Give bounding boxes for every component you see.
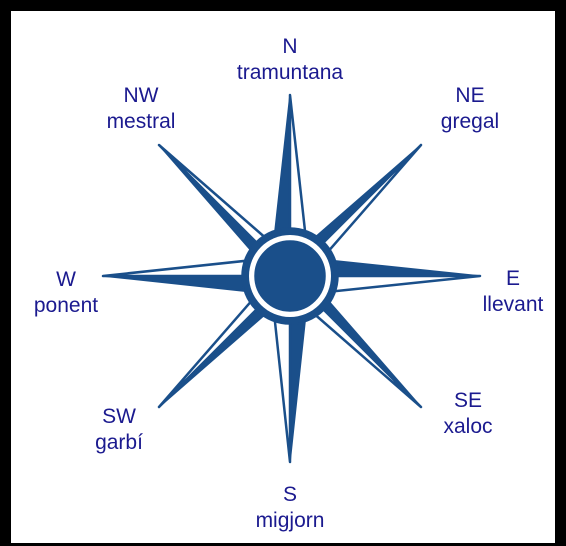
west-abbr: W [24,267,108,293]
south-abbr: S [244,482,336,508]
southwest-name: garbí [84,430,154,456]
northwest-name: mestral [94,109,188,135]
label-west: W ponent [24,267,108,319]
southeast-abbr: SE [428,388,508,414]
label-southeast: SE xaloc [428,388,508,440]
southwest-abbr: SW [84,404,154,430]
north-abbr: N [235,34,345,60]
north-name: tramuntana [235,60,345,86]
southeast-name: xaloc [428,414,508,440]
south-name: migjorn [244,508,336,534]
northeast-abbr: NE [425,83,515,109]
hub-inner-disc [255,241,325,311]
label-northwest: NW mestral [94,83,188,135]
label-south: S migjorn [244,482,336,534]
label-southwest: SW garbí [84,404,154,456]
east-name: llevant [468,292,558,318]
label-north: N tramuntana [235,34,345,86]
west-name: ponent [24,293,108,319]
northeast-name: gregal [425,109,515,135]
label-east: E llevant [468,266,558,318]
east-abbr: E [468,266,558,292]
northwest-abbr: NW [94,83,188,109]
label-northeast: NE gregal [425,83,515,135]
